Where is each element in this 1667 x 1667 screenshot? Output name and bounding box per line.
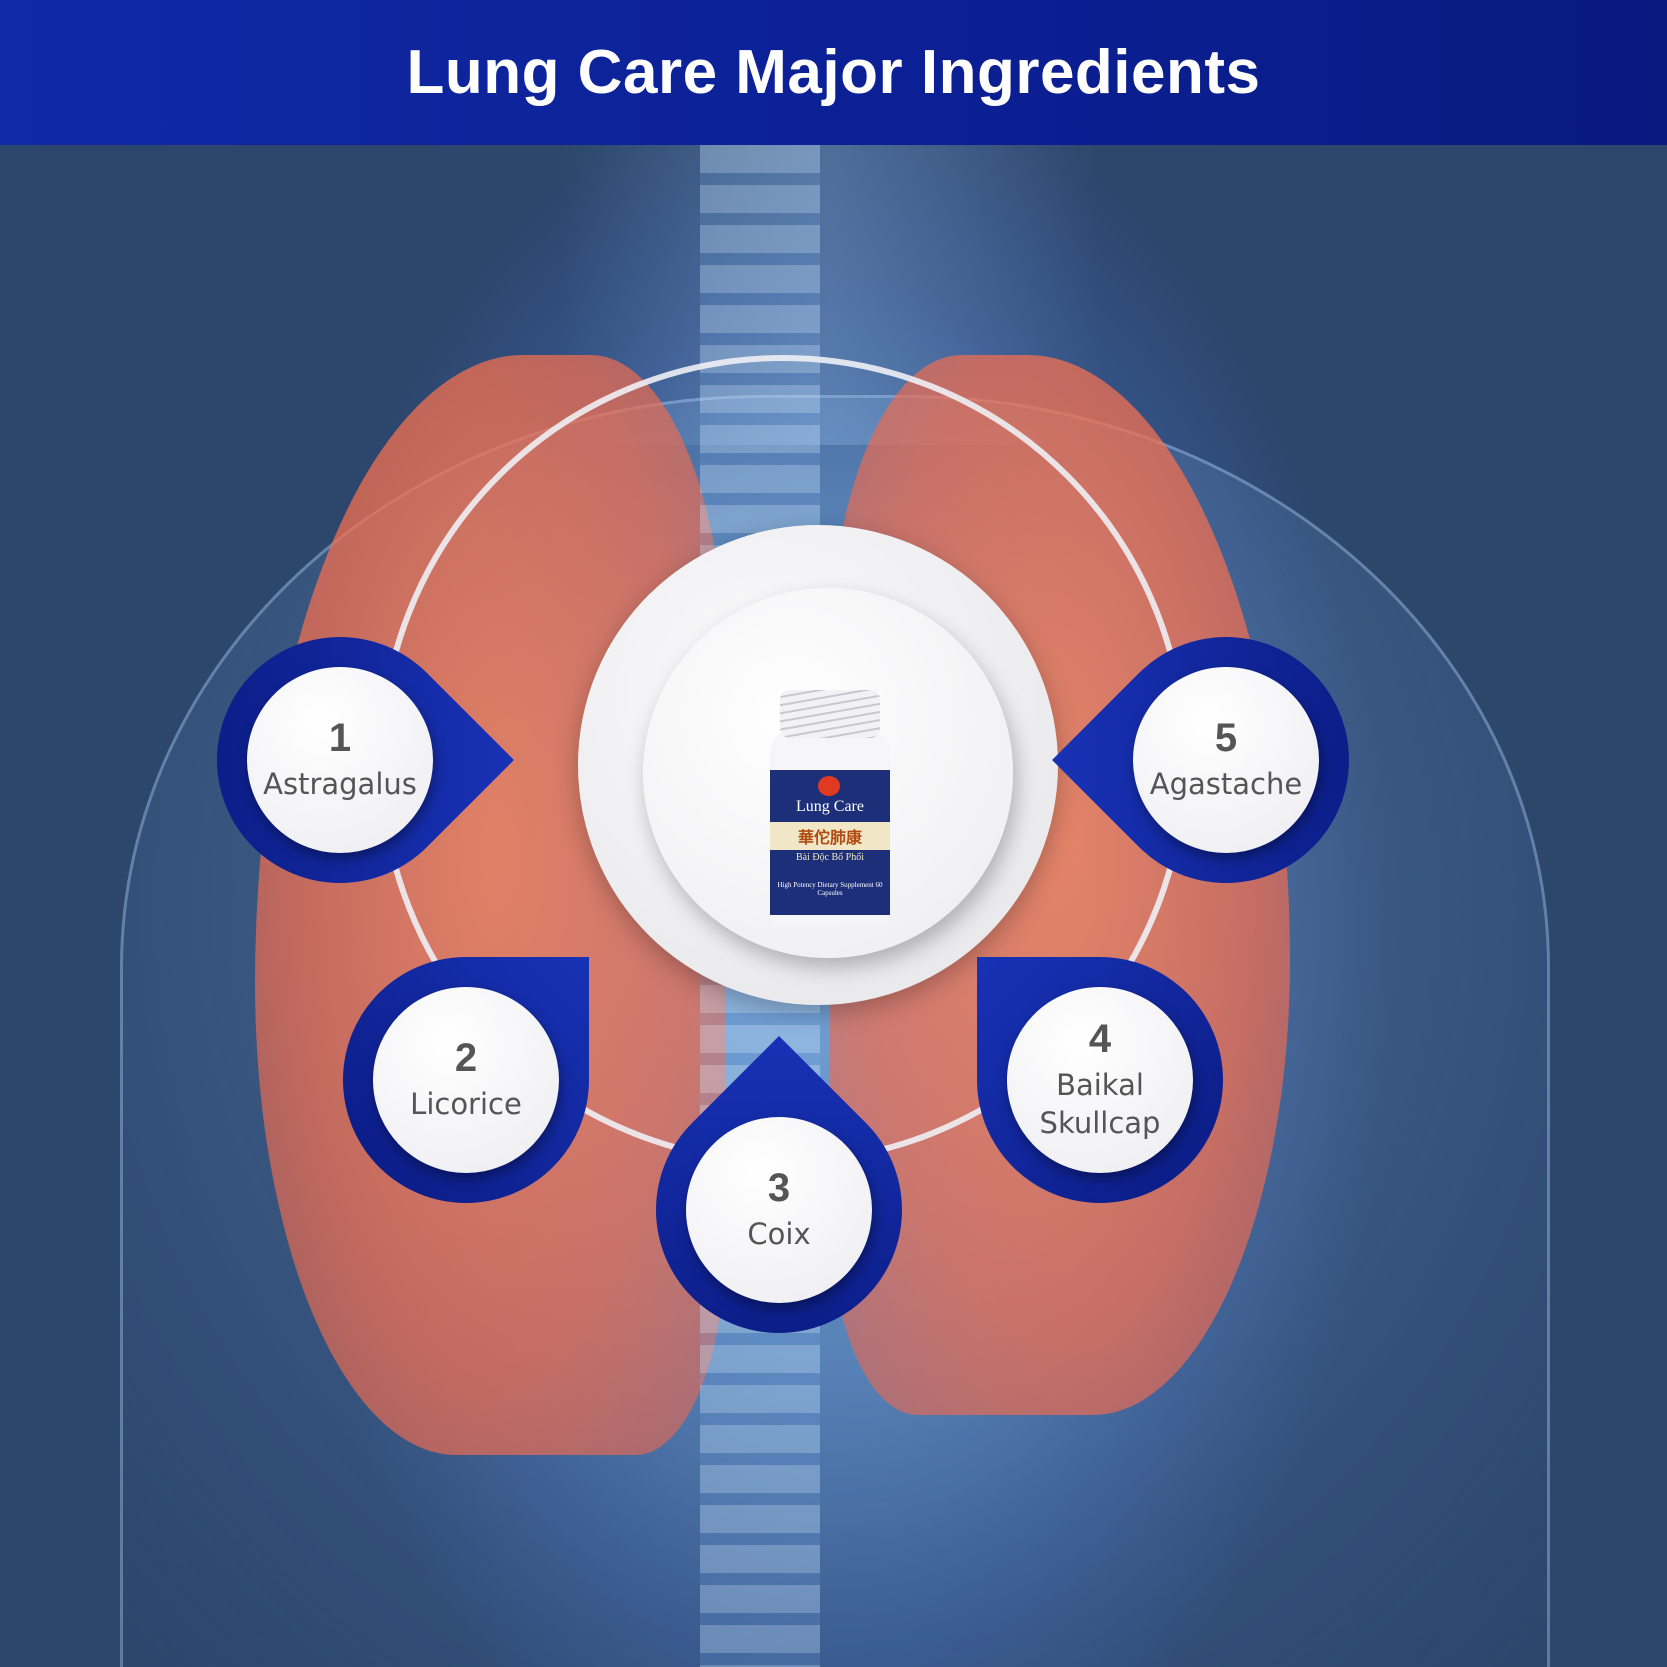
bottle-label: Lung Care 華佗肺康 Bài Độc Bổ Phổi High Pote… [770,770,890,915]
ingredient-number: 4 [1088,1017,1112,1062]
ingredient-name: Agastache [1149,767,1303,802]
header-banner: Lung Care Major Ingredients [0,0,1667,145]
ingredient-name: Astragalus [263,767,417,802]
product-chinese-name: 華佗肺康 [770,822,890,850]
brand-logo-icon [818,776,840,796]
page-title: Lung Care Major Ingredients [406,38,1261,107]
product-details: High Potency Dietary Supplement 60 Capsu… [777,881,883,898]
bottle-body: Lung Care 華佗肺康 Bài Độc Bổ Phổi High Pote… [770,730,890,925]
product-bottle: Lung Care 華佗肺康 Bài Độc Bổ Phổi High Pote… [770,690,890,925]
ingredient-number: 1 [328,716,352,761]
ingredient-number: 3 [767,1166,791,1211]
ingredient-number: 5 [1214,716,1238,761]
ingredient-name: Coix [747,1217,811,1252]
product-vietnamese-name: Bài Độc Bổ Phổi [795,852,865,863]
bottle-cap [780,690,880,738]
ingredient-number: 2 [454,1036,478,1081]
ingredient-name: Baikal Skullcap [1039,1068,1161,1140]
product-name: Lung Care [796,798,864,815]
ingredient-name: Licorice [410,1087,522,1122]
